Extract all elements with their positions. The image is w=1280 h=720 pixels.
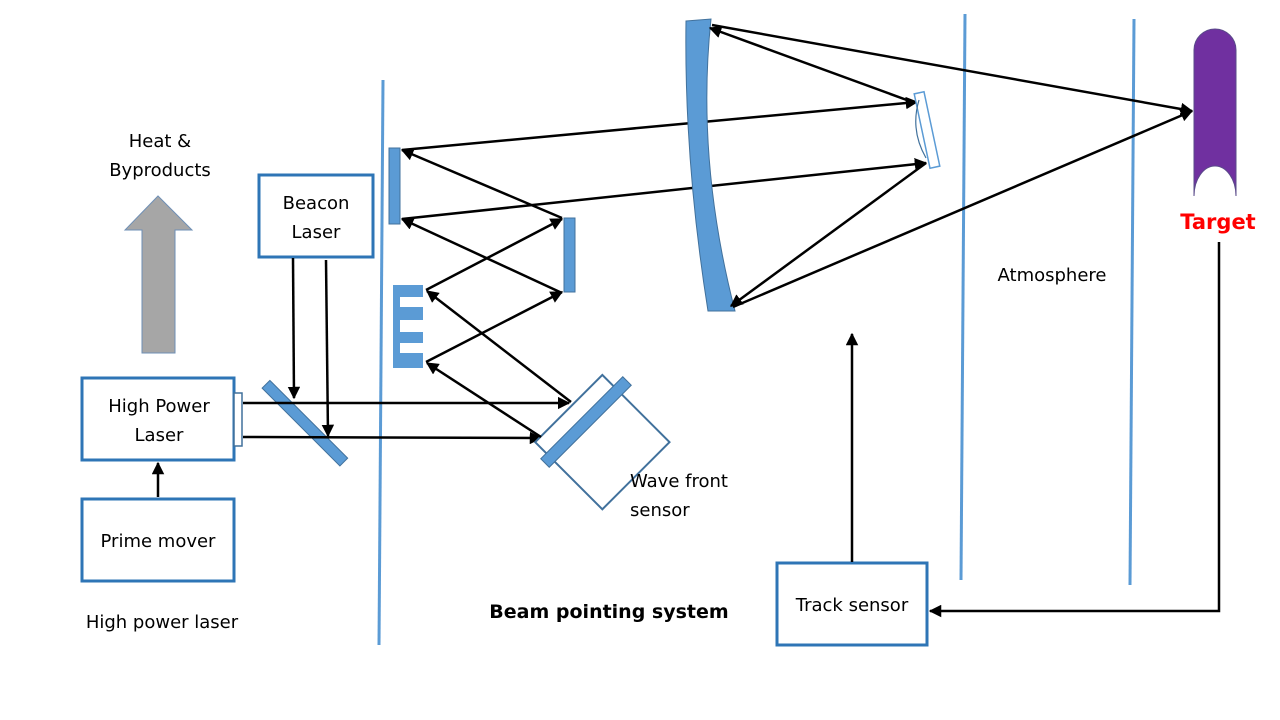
divider-line-atmosphere-right xyxy=(1128,18,1136,586)
deformable-mirror xyxy=(540,376,632,468)
atmosphere-label: Atmosphere xyxy=(998,265,1107,286)
beacon-beam-2 xyxy=(321,259,335,438)
beam-to-secondary-top xyxy=(401,96,919,152)
beam-m2-to-m1-top xyxy=(400,148,563,220)
beacon-label-line2: Laser xyxy=(292,222,342,243)
section-label-high-power-laser: High power laser xyxy=(86,612,239,633)
laser-aperture xyxy=(233,392,243,447)
wfs-label-line2: sensor xyxy=(630,500,690,521)
secondary-mirror xyxy=(913,90,941,170)
heat-arrow-icon xyxy=(123,195,194,354)
divider-line-left xyxy=(377,79,385,646)
fold-mirror-1 xyxy=(388,147,401,225)
track-sensor-box: Track sensor xyxy=(775,561,929,647)
heat-label-line1: Heat & xyxy=(129,131,191,152)
beam-primary-to-target-top xyxy=(711,23,1194,116)
prime-mover-label: Prime mover xyxy=(101,531,217,552)
beam-sampler-optic xyxy=(393,285,423,368)
beam-to-secondary-bottom xyxy=(401,157,928,221)
prime-mover-box: Prime mover xyxy=(80,497,236,583)
divider-line-atmosphere-left xyxy=(959,13,967,581)
beam-e-to-m2-bottom xyxy=(425,290,564,364)
laser-beam-lower xyxy=(242,431,543,445)
beacon-label-line1: Beacon xyxy=(283,193,350,214)
wavefront-sensor xyxy=(533,373,671,511)
beam-primary-to-target-bottom xyxy=(732,109,1194,309)
beam-e-to-m2-top xyxy=(425,217,564,292)
fold-mirror-2 xyxy=(563,217,576,293)
beam-dm-to-e-bottom xyxy=(425,361,542,439)
beacon-laser-box: Beacon Laser xyxy=(257,173,375,259)
hpl-label-line2: Laser xyxy=(135,425,185,446)
beam-secondary-to-primary-top xyxy=(708,25,916,105)
heat-label-line2: Byproducts xyxy=(109,160,211,181)
primary-mirror xyxy=(685,18,736,312)
section-label-beam-pointing: Beam pointing system xyxy=(489,601,728,623)
target-to-track-sensor-arrow xyxy=(928,242,1221,618)
beam-dm-to-e-top xyxy=(426,290,572,403)
wfs-label-line1: Wave front xyxy=(630,471,728,492)
beam-splitter xyxy=(261,379,349,467)
hpl-label-line1: High Power xyxy=(108,396,210,417)
track-sensor-label: Track sensor xyxy=(795,595,909,616)
beam-m2-to-m1-bottom xyxy=(400,217,563,295)
high-power-laser-box: High Power Laser xyxy=(80,376,243,462)
beam-secondary-to-primary-bottom xyxy=(729,161,927,308)
beacon-beam-1 xyxy=(287,257,301,400)
target-label: Target xyxy=(1180,210,1255,234)
target-icon xyxy=(1193,28,1237,197)
